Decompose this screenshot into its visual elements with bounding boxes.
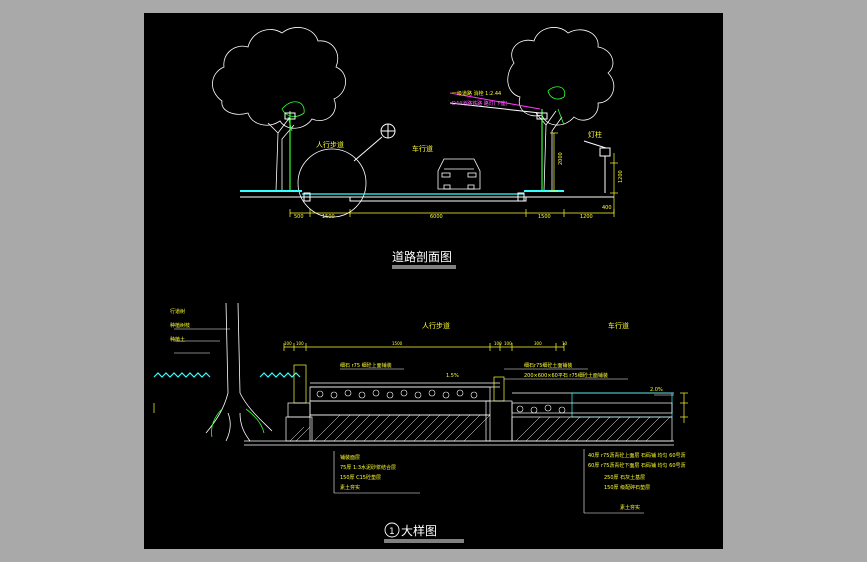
dim-bottom-1: 500 — [294, 214, 304, 220]
detail-layers — [244, 364, 674, 446]
section-dimensions — [289, 132, 618, 217]
left-lamp-head — [284, 112, 296, 120]
dim-bottom-5: 1200 — [580, 214, 593, 220]
lamp-label: 灯柱 — [588, 130, 602, 139]
right-lamp-head — [536, 112, 548, 120]
section-title: 道路剖面图 — [392, 249, 452, 264]
cad-drawing: 人行步道 车行道 灯柱 一级道路 消栓 1:2.44 D44道路铁路 路灯(下座… — [153, 27, 688, 543]
detail-grass — [153, 372, 301, 378]
detail-dim-top-5: 100 — [504, 341, 512, 346]
callout-left-1: 铺装面层 — [340, 454, 360, 461]
detail-left-label-1: 行道树 — [170, 308, 185, 315]
note-line-2: D44道路铁路 路灯(下座) — [452, 100, 508, 107]
detail-roadway-label: 车行道 — [608, 321, 629, 330]
detail-sidewalk-label: 人行步道 — [422, 321, 450, 330]
detail-dim-top-2: 100 — [296, 341, 304, 346]
cad-drawing-canvas: 人行步道 车行道 灯柱 一级道路 消栓 1:2.44 D44道路铁路 路灯(下座… — [144, 13, 723, 549]
detail-dim-top-3: 1500 — [392, 341, 403, 346]
detail-dim-top-6: 300 — [534, 341, 542, 346]
detail-section: 人行步道 车行道 行道树 种植树枝 种植土 100 100 1500 100 1… — [153, 302, 688, 543]
right-tree-canopy — [507, 27, 615, 126]
callout-right-2: 60厚 r75沥青砼下面层 石码铺 均匀 60号沥 — [588, 462, 686, 469]
detail-left-label-2: 种植树枝 — [170, 322, 190, 329]
dim-bottom-3: 6000 — [430, 214, 443, 220]
right-tree-trunk — [535, 110, 563, 192]
callout-right-1: 40厚 r75沥青砼上面层 石码铺 均匀 60号沥 — [588, 452, 686, 459]
dim-bottom-4: 1500 — [538, 214, 551, 220]
detail-slope-1: 1.5% — [446, 373, 459, 379]
roadway-label-top: 车行道 — [412, 144, 433, 153]
detail-tree-trunk — [205, 302, 273, 442]
sidewalk-label-top: 人行步道 — [316, 140, 344, 149]
road-section: 人行步道 车行道 灯柱 一级道路 消栓 1:2.44 D44道路铁路 路灯(下座… — [212, 27, 624, 269]
callout-left-3: 150厚 C15砼垫层 — [340, 474, 381, 481]
detail-dim-top-1: 100 — [284, 341, 292, 346]
callout-right-5: 素土夯实 — [620, 504, 640, 511]
detail-gravel — [316, 389, 566, 414]
callout-left-4: 素土夯实 — [340, 484, 360, 491]
detail-dim-top-7: 10 — [562, 341, 568, 346]
callout-right-4: 150厚 级配碎石垫层 — [604, 484, 650, 491]
detail-number-circle — [384, 522, 400, 538]
dim-vertical-1: 2000 — [558, 152, 564, 165]
detail-left-label-3: 种植土 — [170, 336, 185, 343]
right-tree-leaves-green — [547, 86, 566, 126]
lamp-post-cap — [599, 147, 611, 157]
detail-dim-top-4: 100 — [494, 341, 502, 346]
curb-left — [303, 192, 311, 202]
callout-left-2: 75厚 1:3水泥砂浆结合层 — [340, 464, 396, 471]
dim-bottom-2: 1500 — [322, 214, 335, 220]
detail-hatching — [289, 414, 671, 442]
car — [437, 158, 481, 190]
detail-slope-2: 2.0% — [650, 387, 663, 393]
detail-top-note-2: 细石r75细砼土面铺装 — [524, 362, 572, 369]
dim-vertical-2: 1200 — [618, 170, 624, 183]
callout-right-3: 250厚 石灰土基层 — [604, 474, 645, 481]
detail-number: 1 — [389, 527, 395, 537]
left-tree-canopy — [212, 27, 346, 129]
note-line-1: 一级道路 消栓 1:2.44 — [452, 90, 501, 97]
detail-top-note-1: 细石 r75 细砼上面铺装 — [340, 362, 392, 369]
dim-vertical-3: 400 — [602, 205, 612, 211]
detail-top-note-3: 200×600×60平石 r75细砼土面铺装 — [524, 372, 608, 379]
detail-magnify-circle — [297, 148, 367, 218]
detail-title: 大样图 — [401, 523, 437, 538]
